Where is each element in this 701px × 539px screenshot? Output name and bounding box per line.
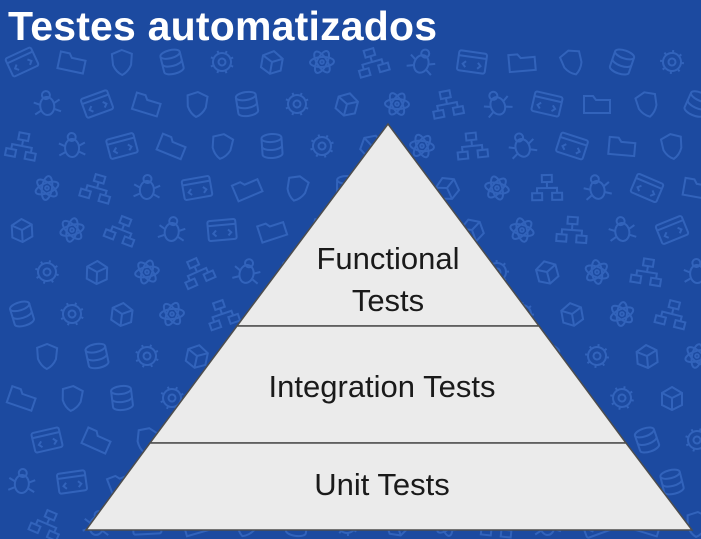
slide-title: Testes automatizados (8, 3, 438, 49)
tier-integration-label: Integration Tests (269, 369, 496, 404)
tier-functional-label-line-1: Functional (316, 241, 459, 276)
tier-unit-tests (84, 442, 694, 531)
tier-functional-label-line-2: Tests (352, 283, 424, 318)
tier-unit-label: Unit Tests (314, 467, 450, 502)
